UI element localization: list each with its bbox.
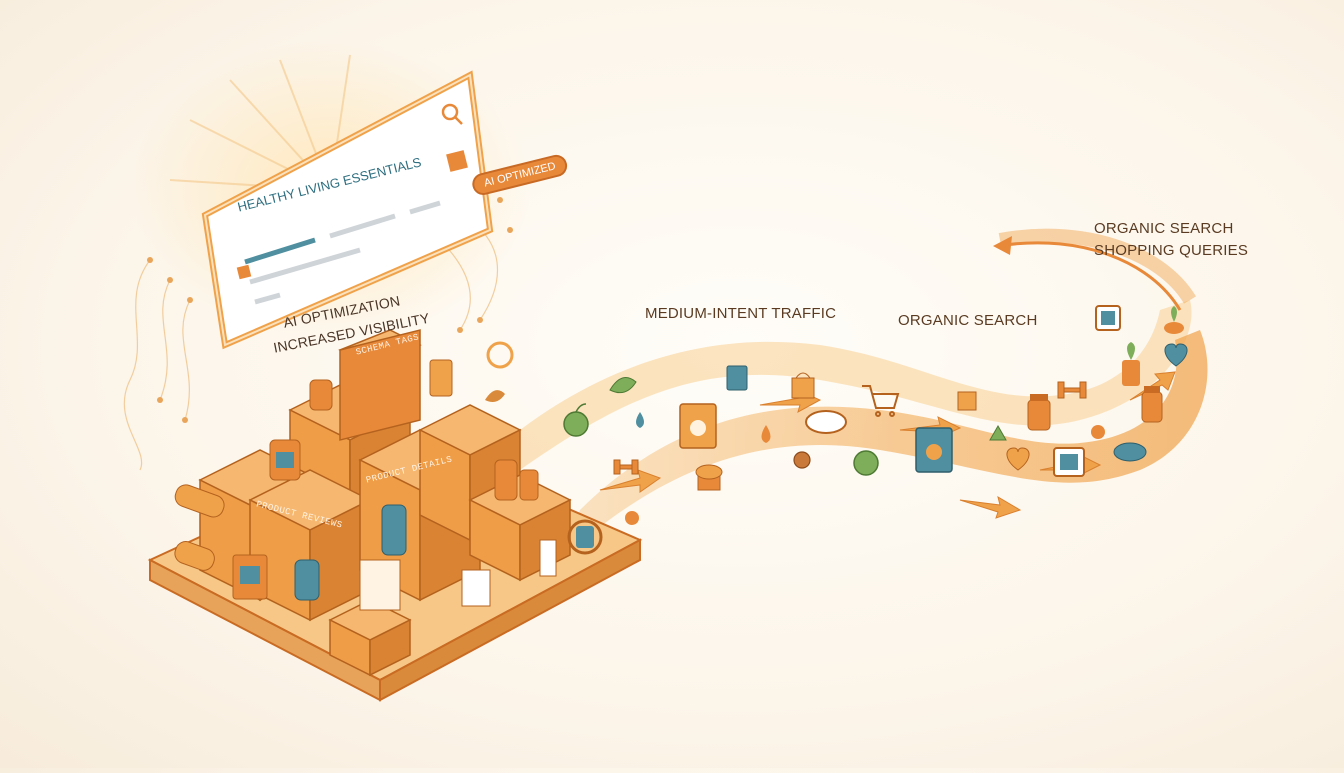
leaf-icon (485, 390, 505, 402)
apple-icon (1091, 425, 1105, 439)
tablet-icon (805, 410, 847, 434)
dumbbell-icon (613, 459, 639, 475)
water-drop-icon (761, 425, 771, 443)
stream-tail (998, 228, 1196, 304)
organic-search-label: ORGANIC SEARCH (898, 312, 1038, 329)
medium-intent-label: MEDIUM-INTENT TRAFFIC (645, 305, 837, 322)
organic-search-top-label: ORGANIC SEARCH (1094, 220, 1234, 237)
search-card (201, 70, 494, 350)
heart-icon (1006, 447, 1030, 471)
leaf-icon (989, 424, 1007, 441)
platform-products (174, 341, 603, 611)
apple-icon (625, 511, 639, 525)
product-bag-icon (679, 403, 717, 449)
stream-icons (485, 305, 1188, 525)
plant-icon (1164, 306, 1184, 334)
light-rays (169, 54, 351, 191)
apple-icon (563, 403, 589, 437)
sparkle-icon (446, 150, 468, 172)
traffic-stream-lower (560, 330, 1208, 560)
tablet-icon (1053, 447, 1085, 477)
stream-arrow-head (993, 236, 1012, 255)
apple-icon (793, 451, 811, 469)
supplement-jar-icon (1027, 394, 1051, 431)
plant-icon (1122, 342, 1140, 386)
dumbbell-icon (1057, 381, 1087, 399)
tablet-icon (1095, 305, 1121, 331)
platform-right (379, 538, 641, 702)
shopping-queries-label: SHOPPING QUERIES (1094, 242, 1249, 259)
tablet-icon (1113, 442, 1147, 462)
shopping-bag-icon (791, 372, 815, 399)
product-bag-icon (726, 365, 748, 391)
heart-icon (1164, 343, 1188, 367)
shopping-bag-icon (957, 391, 977, 411)
card-text-lines (244, 200, 441, 305)
apple-icon (853, 450, 879, 476)
supplement-jar-icon (1141, 386, 1163, 423)
circuit-dots (147, 197, 513, 423)
water-drop-icon (636, 412, 644, 428)
search-icon (441, 103, 463, 125)
traffic-stream-upper (520, 300, 1192, 470)
product-bag-icon (915, 427, 953, 473)
muffin-icon (695, 464, 723, 491)
stream-arrow-line (1004, 241, 1182, 311)
cart-icon (862, 385, 900, 417)
leaf-icon (609, 377, 637, 394)
